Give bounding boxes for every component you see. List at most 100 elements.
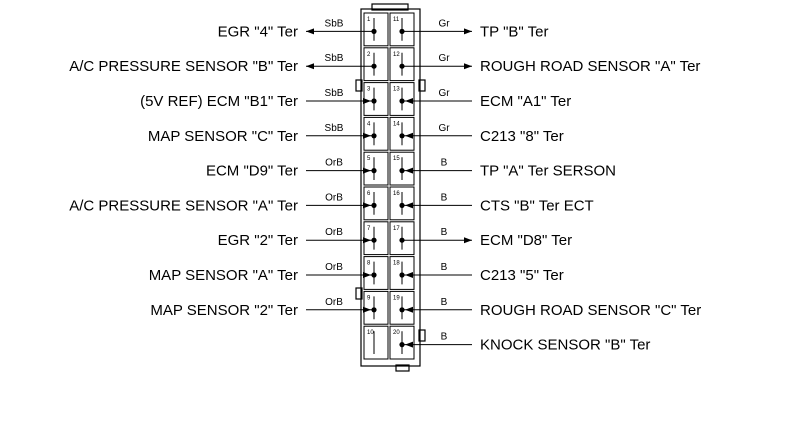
pin-number-5: 5	[367, 156, 371, 162]
pin-number-18: 18	[393, 261, 400, 267]
wire-color-7: OrB	[325, 227, 343, 238]
arrow-out-11	[464, 28, 472, 35]
pin-cell-17	[389, 221, 415, 256]
pin-label-19: ROUGH ROAD SENSOR "C" Ter	[480, 302, 701, 319]
pin-cell-10	[363, 325, 389, 360]
pin-cell-16	[389, 186, 415, 221]
pin-label-14: C213 "8" Ter	[480, 128, 564, 145]
arrow-in-16	[405, 202, 413, 209]
pin-cell-18	[389, 256, 415, 290]
wire-color-11: Gr	[438, 18, 450, 29]
pin-label-15: TP "A" Ter SERSON	[480, 163, 616, 180]
wire-color-9: OrB	[325, 297, 343, 308]
wire-color-6: OrB	[325, 192, 343, 203]
wire-lines	[306, 28, 472, 348]
pin-number-13: 13	[393, 87, 400, 93]
pin-label-7: EGR "2" Ter	[218, 232, 298, 249]
pin-cell-15	[389, 151, 415, 186]
wire-color-1: SbB	[325, 18, 344, 29]
connector-body	[355, 3, 426, 372]
pin-label-8: MAP SENSOR "A" Ter	[149, 267, 298, 284]
pin-label-18: C213 "5" Ter	[480, 267, 564, 284]
pin-label-2: A/C PRESSURE SENSOR "B" Ter	[69, 58, 298, 75]
side-tab-right	[418, 79, 426, 92]
pin-number-20: 20	[393, 330, 400, 336]
wire-color-5: OrB	[325, 158, 343, 169]
pin-number-6: 6	[367, 191, 371, 197]
pin-number-16: 16	[393, 191, 400, 197]
wire-color-3: SbB	[325, 88, 344, 99]
pin-cell-19	[389, 290, 415, 325]
pin-number-4: 4	[367, 121, 371, 127]
arrow-in-4	[363, 132, 371, 139]
pin-label-20: KNOCK SENSOR "B" Ter	[480, 337, 650, 354]
connector-housing	[360, 8, 421, 367]
wire-color-14: Gr	[438, 123, 450, 134]
pin-label-6: A/C PRESSURE SENSOR "A" Ter	[69, 197, 298, 214]
pin-number-10: 10	[367, 330, 374, 336]
pin-label-11: TP "B" Ter	[480, 23, 548, 40]
pin-number-14: 14	[393, 121, 400, 127]
arrow-in-6	[363, 202, 371, 209]
pin-label-3: (5V REF) ECM "B1" Ter	[140, 93, 298, 110]
wire-color-13: Gr	[438, 88, 450, 99]
pin-label-16: CTS "B" Ter ECT	[480, 197, 594, 214]
pin-number-15: 15	[393, 156, 400, 162]
arrow-out-1	[306, 28, 314, 35]
pin-cell-2	[363, 47, 389, 82]
pin-cell-12	[389, 47, 415, 82]
arrow-out-17	[464, 237, 472, 244]
pin-number-17: 17	[393, 226, 400, 232]
pin-number-19: 19	[393, 295, 400, 301]
side-tab-right-lower	[418, 329, 426, 342]
pin-number-9: 9	[367, 295, 371, 301]
pin-number-11: 11	[393, 17, 400, 23]
pin-cell-20	[389, 325, 415, 360]
pin-number-8: 8	[367, 261, 371, 267]
arrow-in-18	[405, 272, 413, 278]
arrow-in-3	[363, 98, 371, 104]
wire-color-19: B	[441, 297, 448, 308]
arrow-in-14	[405, 132, 413, 139]
pin-cell-11	[389, 12, 415, 47]
side-tab-left	[355, 79, 363, 92]
arrow-in-7	[363, 237, 371, 244]
wire-color-16: B	[441, 192, 448, 203]
pin-number-12: 12	[393, 52, 400, 58]
arrow-in-8	[363, 272, 371, 278]
pin-label-5: ECM "D9" Ter	[206, 163, 298, 180]
wire-color-12: Gr	[438, 53, 450, 64]
wire-color-20: B	[441, 332, 448, 343]
arrow-out-12	[464, 63, 472, 70]
wire-color-17: B	[441, 227, 448, 238]
wire-color-2: SbB	[325, 53, 344, 64]
arrow-in-5	[363, 167, 371, 174]
pin-label-13: ECM "A1" Ter	[480, 93, 571, 110]
pin-label-17: ECM "D8" Ter	[480, 232, 572, 249]
side-tab-left-lower	[355, 287, 363, 300]
pin-label-9: MAP SENSOR "2" Ter	[150, 302, 298, 319]
pin-number-2: 2	[367, 52, 371, 58]
pin-label-1: EGR "4" Ter	[218, 23, 298, 40]
pin-number-1: 1	[367, 17, 371, 23]
arrow-in-13	[405, 98, 413, 104]
pin-cell-1	[363, 12, 389, 47]
pin-label-4: MAP SENSOR "C" Ter	[148, 128, 298, 145]
pin-cell-13	[389, 82, 415, 116]
arrow-in-19	[405, 306, 413, 313]
pin-label-12: ROUGH ROAD SENSOR "A" Ter	[480, 58, 700, 75]
wire-color-18: B	[441, 262, 448, 273]
pin-cell-14	[389, 116, 415, 151]
arrow-out-2	[306, 63, 314, 70]
pin-number-3: 3	[367, 87, 371, 93]
top-latch	[371, 3, 409, 11]
bottom-latch	[395, 364, 410, 372]
wire-color-4: SbB	[325, 123, 344, 134]
pin-number-7: 7	[367, 226, 371, 232]
arrow-in-20	[405, 341, 413, 348]
wire-color-8: OrB	[325, 262, 343, 273]
arrow-in-15	[405, 167, 413, 174]
